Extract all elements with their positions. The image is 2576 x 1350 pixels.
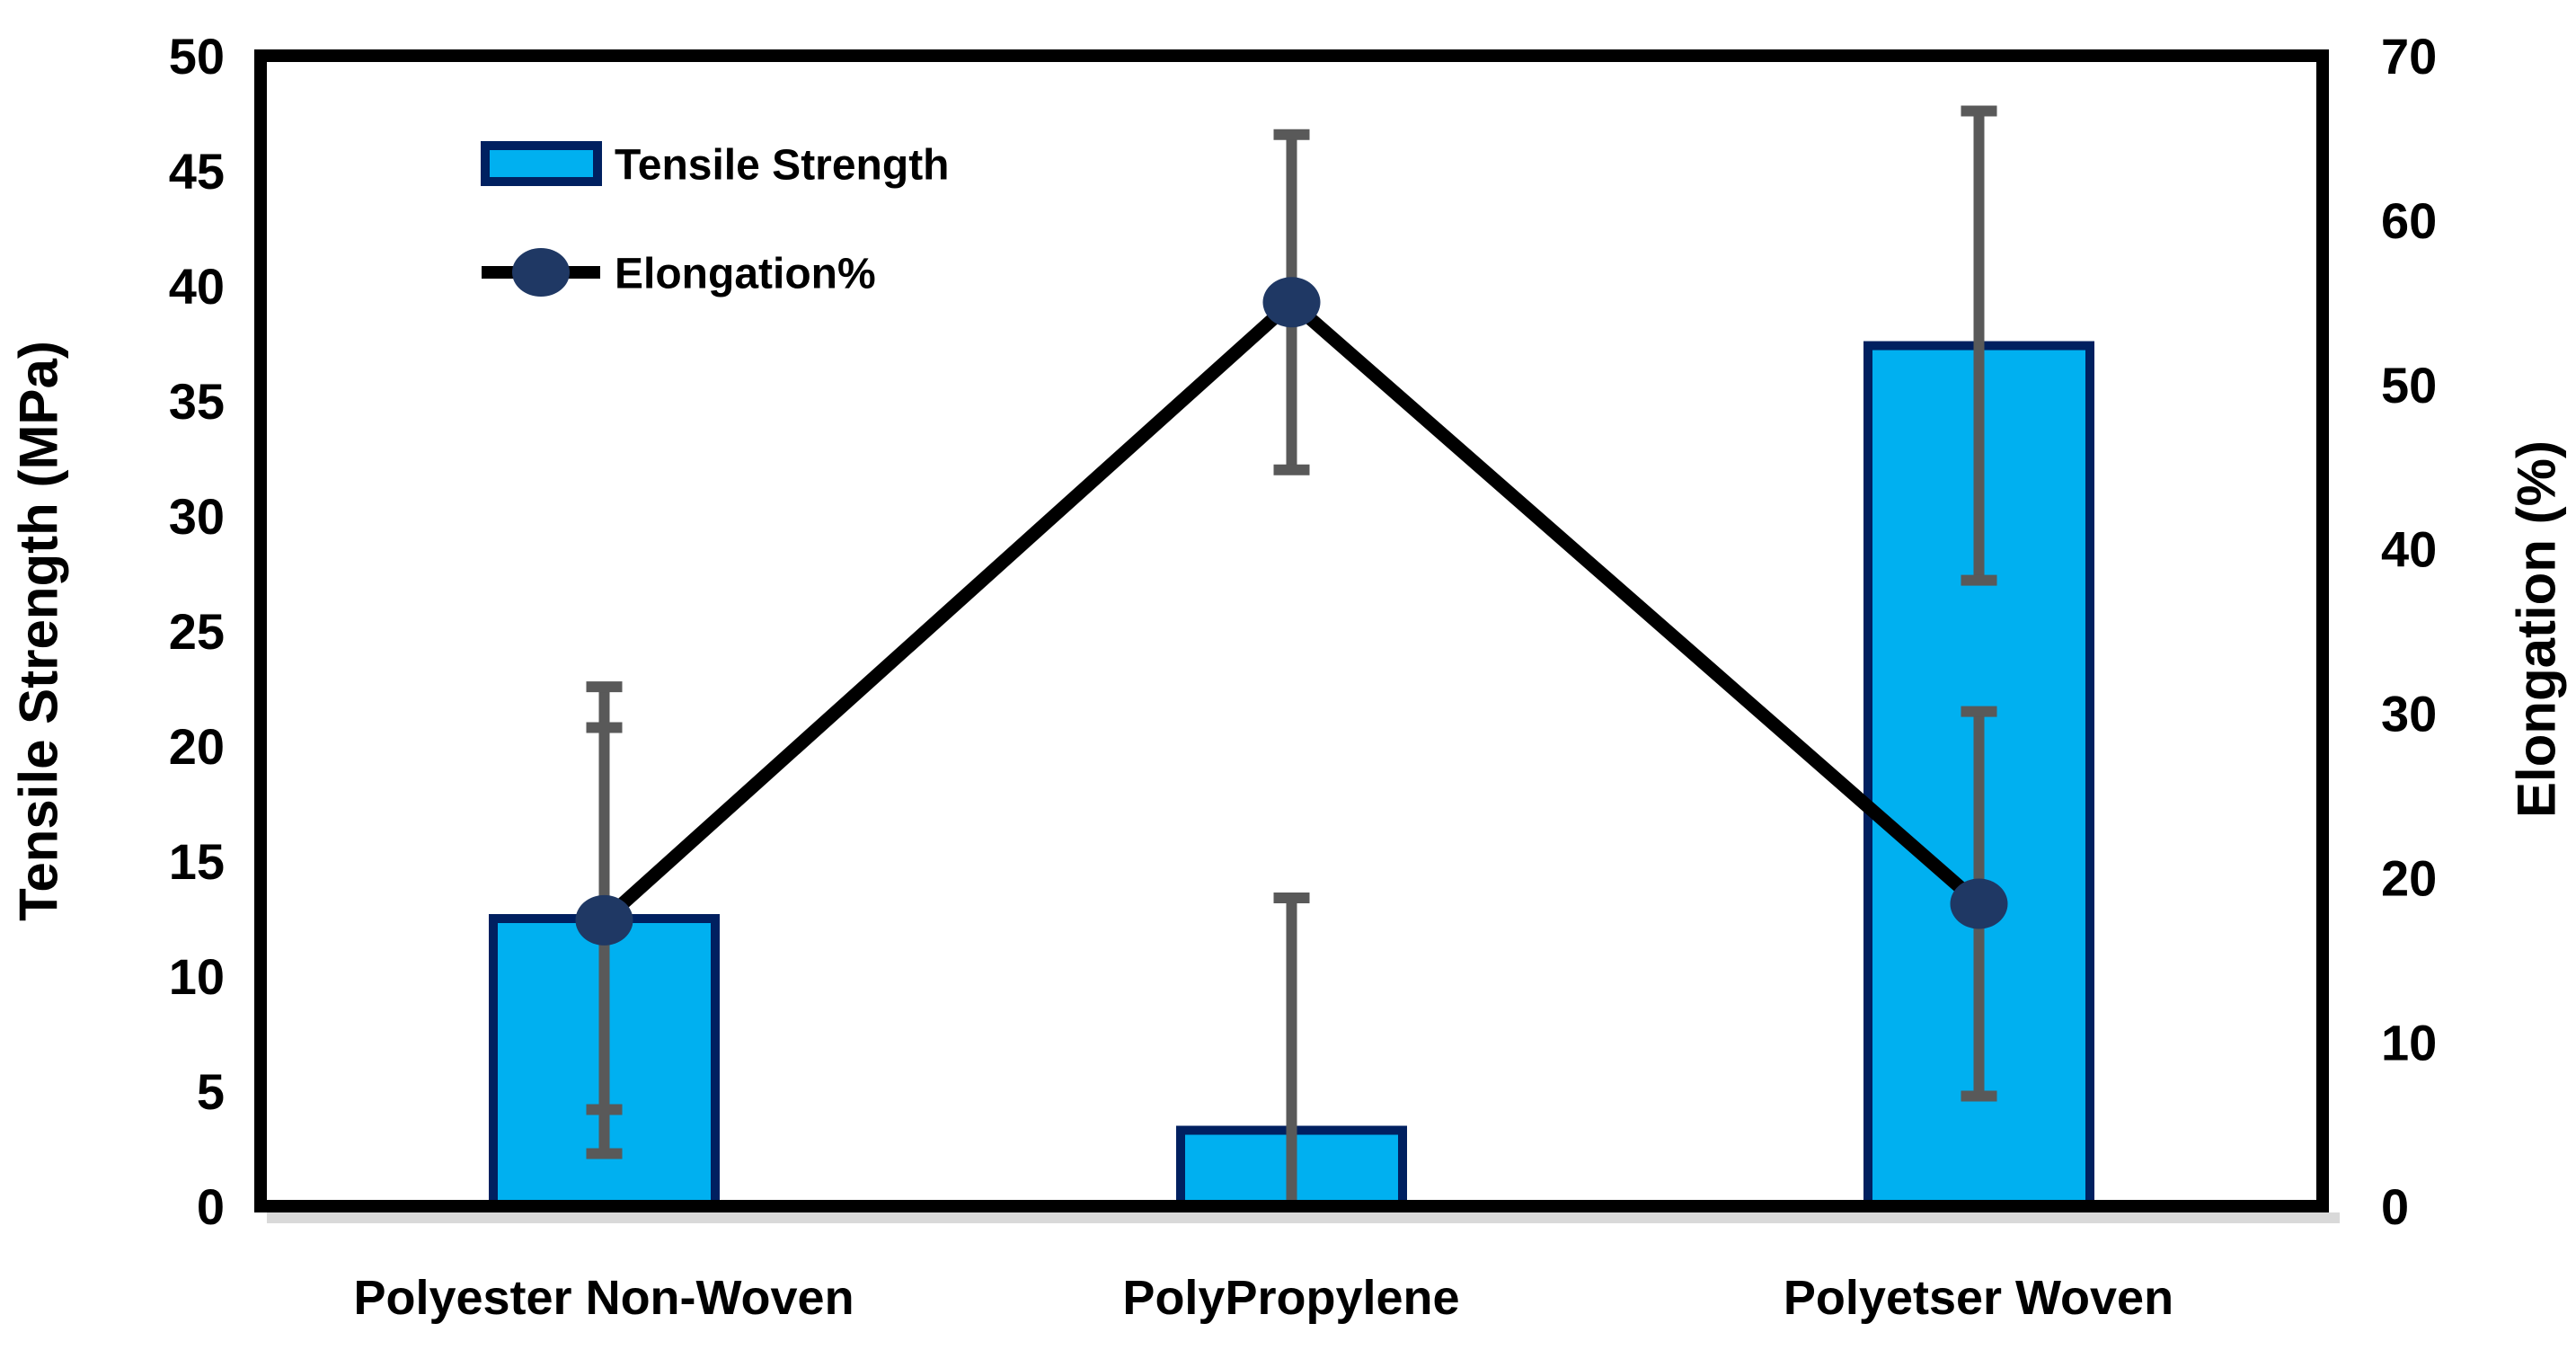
left-tick-label-30: 30	[169, 488, 225, 545]
legend-label-elongation: Elongation%	[615, 250, 876, 298]
right-tick-label-70: 70	[2381, 28, 2437, 84]
tick-labels-layer: 0 5 10 15 20 25 30 35 40 45 50 0 10 20 30 40 50 60 70	[169, 28, 2438, 1235]
right-tick-label-0: 0	[2381, 1178, 2409, 1235]
legend-marker-icon	[512, 248, 570, 297]
left-tick-label-5: 5	[197, 1063, 225, 1120]
right-tick-label-50: 50	[2381, 357, 2437, 413]
left-tick-label-50: 50	[169, 28, 225, 84]
right-tick-label-30: 30	[2381, 686, 2437, 742]
elongation-marker-1	[1262, 277, 1321, 328]
markers-layer	[575, 277, 2008, 946]
left-axis-title: Tensile Strength (MPa)	[9, 341, 69, 921]
left-tick-label-15: 15	[169, 833, 225, 890]
left-tick-label-40: 40	[169, 258, 225, 315]
elongation-marker-2	[1950, 878, 2008, 929]
tensile-error-bar-2	[1961, 105, 1997, 586]
baseline-shadow	[267, 1212, 2340, 1223]
left-tick-label-0: 0	[197, 1178, 225, 1235]
category-label-polyetser-woven: Polyetser Woven	[1784, 1271, 2173, 1325]
left-tick-label-10: 10	[169, 948, 225, 1005]
plot-frame	[254, 49, 2329, 1212]
left-tick-label-35: 35	[169, 373, 225, 430]
left-tick-label-45: 45	[169, 143, 225, 200]
left-tick-label-20: 20	[169, 718, 225, 775]
right-axis-title: Elongation (%)	[2507, 440, 2567, 818]
legend: Tensile Strength Elongation%	[481, 141, 950, 298]
right-tick-label-60: 60	[2381, 192, 2437, 249]
elongation-marker-0	[575, 894, 633, 946]
right-tick-label-20: 20	[2381, 849, 2437, 906]
right-tick-label-10: 10	[2381, 1014, 2437, 1070]
legend-bar-swatch-icon	[481, 141, 602, 186]
tensile-error-bar-1	[1273, 892, 1310, 1206]
category-label-polypropylene: PolyPropylene	[1122, 1271, 1459, 1325]
plot-background-layer	[267, 1212, 2340, 1223]
category-label-polyester-non-woven: Polyester Non-Woven	[353, 1271, 854, 1325]
axis-frame-layer	[254, 49, 2329, 1212]
left-tick-label-25: 25	[169, 603, 225, 660]
right-tick-label-40: 40	[2381, 521, 2437, 578]
legend-label-tensile-strength: Tensile Strength	[615, 141, 950, 189]
